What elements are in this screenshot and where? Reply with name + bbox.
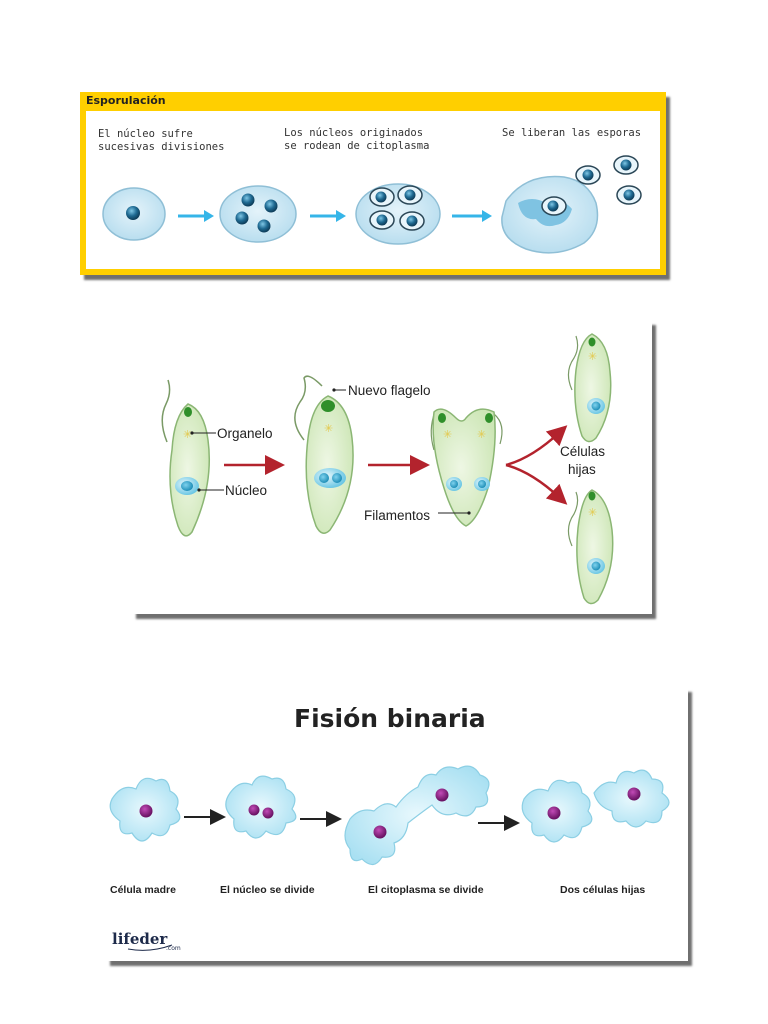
eyespot [184, 407, 192, 417]
label-hijas: hijas [568, 462, 596, 477]
logo-text: lifeder [112, 930, 168, 948]
arrow-right-icon [452, 210, 492, 222]
arrow-down-right-icon [505, 463, 568, 505]
organelle-icon: ✳ [183, 428, 192, 441]
flagelo-division-panel: ✳ Organelo Núcleo ✳ Nuevo flagelo [132, 320, 652, 614]
released-spore [575, 165, 601, 185]
label-nuevo-flagelo: Nuevo flagelo [348, 383, 431, 398]
arrow-right-icon [310, 210, 346, 222]
flagelo-diagram: ✳ Organelo Núcleo ✳ Nuevo flagelo [161, 333, 614, 605]
lifeder-logo: lifeder .com [112, 930, 181, 952]
daughter-cell-bottom: ✳ [567, 489, 614, 605]
label-citoplasma-divide: El citoplasma se divide [368, 884, 484, 896]
fision-binaria-panel: Fisión binaria Célula madre El núcleo se… [106, 687, 688, 961]
esporulacion-panel: Esporulación El núcleo sufre sucesivas d… [80, 92, 666, 275]
svg-text:✳: ✳ [477, 428, 486, 441]
nucleus [264, 199, 278, 213]
euglena-cell-splitting: ✳ ✳ [430, 408, 503, 527]
step1-label: El núcleo sufre sucesivas divisiones [98, 128, 224, 154]
nucleus [257, 219, 271, 233]
svg-text:✳: ✳ [443, 428, 452, 441]
amoeba-nucleus-dividing [225, 775, 297, 839]
arrow-up-right-icon [505, 425, 568, 467]
esporulacion-diagram [102, 155, 642, 254]
fision-diagram: Fisión binaria Célula madre El núcleo se… [109, 704, 670, 952]
esporulacion-title: Esporulación [86, 94, 166, 107]
step3-label: Se liberan las esporas [502, 127, 641, 140]
label-organelo: Organelo [217, 426, 273, 441]
arrow-right-icon [178, 210, 214, 222]
spore [369, 210, 395, 230]
released-spore [616, 185, 642, 205]
svg-text:✳: ✳ [588, 506, 597, 519]
released-spore [613, 155, 639, 175]
step2-line1: Los núcleos originados [284, 127, 424, 139]
svg-text:✳: ✳ [324, 422, 333, 435]
cell-dividing-nuclei [219, 185, 297, 243]
label-nucleo: Núcleo [225, 483, 267, 498]
nucleus [235, 211, 249, 225]
nucleus [241, 193, 255, 207]
amoeba-cytoplasm-dividing [344, 765, 490, 866]
dividing-nucleus [314, 468, 346, 488]
daughter-cell-top: ✳ [567, 333, 612, 443]
fision-title: Fisión binaria [294, 704, 486, 733]
euglena-cell: ✳ [161, 379, 211, 537]
label-celulas: Células [560, 444, 605, 459]
label-dos-celulas: Dos células hijas [560, 884, 645, 896]
spore [399, 211, 425, 231]
spore [397, 185, 423, 205]
logo-subtext: .com [166, 945, 181, 952]
nucleus [126, 206, 140, 220]
esporulacion-content: El núcleo sufre sucesivas divisiones Los… [86, 111, 660, 269]
step3-line1: Se liberan las esporas [502, 127, 642, 139]
amoeba-nucleus [139, 804, 153, 818]
spore [369, 187, 395, 207]
euglena-cell-new-flagellum: ✳ [294, 375, 354, 534]
step1-line1: El núcleo sufre [98, 128, 193, 140]
step2-label: Los núcleos originados se rodean de cito… [284, 127, 429, 153]
spore [541, 196, 567, 216]
label-filamentos: Filamentos [364, 508, 430, 523]
step1-line2: sucesivas divisiones [98, 141, 225, 153]
step2-line2: se rodean de citoplasma [284, 140, 430, 152]
label-celula-madre: Célula madre [110, 884, 176, 896]
svg-text:✳: ✳ [588, 350, 597, 363]
label-nucleo-divide: El núcleo se divide [220, 884, 315, 896]
